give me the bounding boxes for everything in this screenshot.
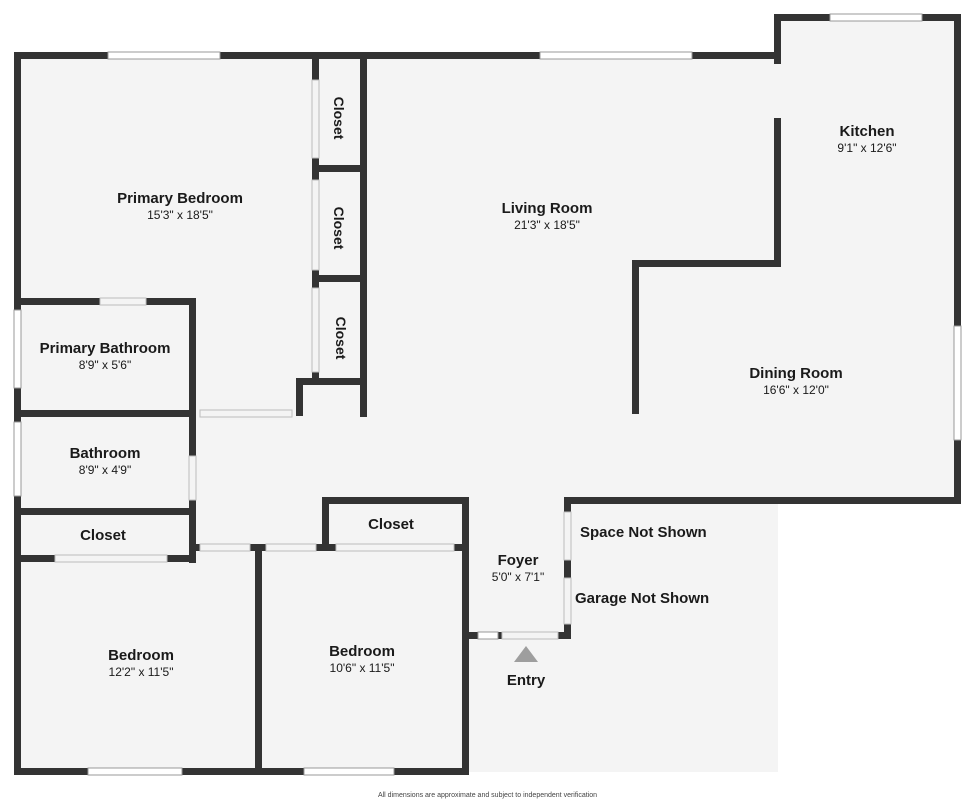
room-foyer: Foyer 5'0" x 7'1" <box>492 552 544 585</box>
room-name: Living Room <box>501 200 593 217</box>
room-name: Bathroom <box>69 445 141 462</box>
room-dims: 12'2" x 11'5" <box>108 665 174 679</box>
room-dims: 5'0" x 7'1" <box>491 570 545 584</box>
room-bedroom-left: Bedroom 12'2" x 11'5" <box>108 647 174 680</box>
room-bathroom: Bathroom 8'9" x 4'9" <box>70 445 141 478</box>
room-dims: 16'6" x 12'0" <box>763 383 829 397</box>
room-bedroom-right: Bedroom 10'6" x 11'5" <box>329 643 395 676</box>
window-bedroom-right <box>303 767 395 776</box>
door-primary-bath <box>199 409 293 418</box>
window-bedroom-left <box>87 767 183 776</box>
window-living-room <box>539 51 693 60</box>
space-not-shown-label: Space Not Shown <box>580 524 707 541</box>
room-primary-bathroom: Primary Bathroom 8'9" x 5'6" <box>40 340 171 373</box>
closet-name: Closet <box>80 527 126 544</box>
door-openings <box>54 79 572 640</box>
door-closet-1 <box>311 79 320 159</box>
closet-label-1: Closet <box>331 96 347 140</box>
room-dims: 21'3" x 18'5" <box>514 218 580 232</box>
garage-not-shown-label: Garage Not Shown <box>575 590 710 607</box>
room-living-room: Living Room 21'3" x 18'5" <box>502 200 593 233</box>
closet-hall: Closet <box>80 527 126 545</box>
door-bedroom-left <box>199 543 251 552</box>
room-name: Dining Room <box>749 365 843 382</box>
door-bedroom-right <box>265 543 317 552</box>
room-name: Bedroom <box>329 643 395 660</box>
room-name: Primary Bedroom <box>117 190 243 207</box>
door-primary-bath-top <box>99 297 147 306</box>
door-bathroom <box>188 455 197 501</box>
door-closet-hall <box>54 554 168 563</box>
room-name: Bedroom <box>108 647 174 664</box>
room-kitchen: Kitchen 9'1" x 12'6" <box>837 123 896 156</box>
door-closet-3 <box>311 287 320 373</box>
room-dining-room: Dining Room 16'6" x 12'0" <box>749 365 842 398</box>
door-closet-bedroom <box>335 543 455 552</box>
room-name: Primary Bathroom <box>39 340 171 357</box>
door-garage <box>563 577 572 625</box>
closet-bedroom: Closet <box>368 516 414 534</box>
entry-label: Entry <box>506 672 546 689</box>
door-entry <box>501 631 559 640</box>
room-dims: 8'9" x 5'6" <box>78 358 132 372</box>
room-primary-bedroom: Primary Bedroom 15'3" x 18'5" <box>117 190 243 223</box>
window-bathroom <box>13 421 22 497</box>
windows <box>13 13 962 776</box>
closet-name: Closet <box>368 516 414 533</box>
room-dims: 9'1" x 12'6" <box>837 141 897 155</box>
window-kitchen <box>829 13 923 22</box>
closet-label-2: Closet <box>331 206 347 250</box>
disclaimer: All dimensions are approximate and subje… <box>377 792 598 799</box>
entry-arrow-icon <box>514 646 538 662</box>
room-dims: 8'9" x 4'9" <box>78 463 132 477</box>
room-name: Kitchen <box>839 123 895 140</box>
window-dining-room <box>953 325 962 441</box>
door-closet-2 <box>311 179 320 271</box>
door-space-not-shown <box>563 511 572 561</box>
room-dims: 10'6" x 11'5" <box>329 661 395 675</box>
closet-label-3: Closet <box>333 316 349 360</box>
room-name: Foyer <box>497 552 539 569</box>
room-dims: 15'3" x 18'5" <box>147 208 213 222</box>
window-primary-bedroom <box>107 51 221 60</box>
window-primary-bathroom <box>13 309 22 389</box>
window-foyer <box>477 631 499 640</box>
